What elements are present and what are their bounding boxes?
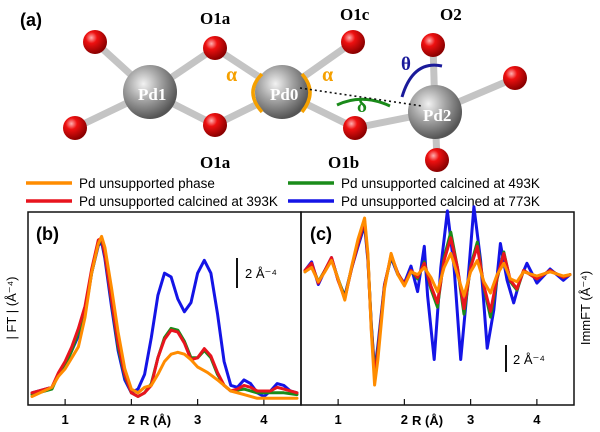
- panel-b-chart: (b) | FT | (Å⁻⁴) 2 Å⁻⁴ R (Å) 1 2 3 4: [4, 211, 302, 428]
- alpha-right-label: α: [322, 64, 333, 86]
- theta-arc: [400, 63, 443, 98]
- oxygen-atom: [425, 148, 449, 172]
- x-tick-label: 1: [62, 412, 69, 427]
- pd1-label: Pd1: [138, 85, 166, 104]
- panel-c-ylabel: ImmFT (Å⁻⁴): [578, 271, 593, 345]
- legend-label-773k: Pd unsupported calcined at 773K: [341, 194, 540, 209]
- panel-c-xlabel: R (Å): [412, 413, 443, 428]
- panel-c-label: (c): [310, 224, 332, 244]
- pd1-atom: [123, 65, 177, 119]
- palladium-atoms: [123, 65, 462, 139]
- oxygen-atom-o2: [421, 33, 445, 57]
- oxygen-atom-o1a-top: [203, 36, 227, 60]
- panel-b-ylabel: | FT | (Å⁻⁴): [4, 276, 19, 339]
- oxygen-atom-o1b: [343, 116, 367, 140]
- pd2-atom: [408, 85, 462, 139]
- o1c-label: O1c: [340, 5, 370, 24]
- series-line: [30, 238, 299, 398]
- panel-a-label: (a): [20, 10, 42, 30]
- series-line: [30, 236, 299, 398]
- pd0-label: Pd0: [270, 85, 298, 104]
- oxygen-atom-o1a-bottom: [203, 113, 227, 137]
- pd0-atom: [255, 65, 309, 119]
- delta-arc: [336, 97, 391, 108]
- panel-c-frame: [300, 211, 575, 406]
- alpha-arc-right: [300, 72, 312, 114]
- panel-b-xlabel: R (Å): [140, 413, 171, 428]
- o1a-top-label: O1a: [200, 9, 231, 28]
- legend-label-393k: Pd unsupported calcined at 393K: [79, 194, 278, 209]
- structure-panel: (a): [20, 5, 527, 172]
- oxygen-atom-o1c: [341, 30, 365, 54]
- legend: Pd unsupported phase Pd unsupported calc…: [26, 176, 540, 209]
- legend-label-unsupported: Pd unsupported phase: [79, 176, 215, 191]
- delta-label: δ: [357, 96, 367, 117]
- panel-b-label: (b): [36, 224, 59, 244]
- panel-c-scale-label: 2 Å⁻⁴: [513, 352, 545, 367]
- legend-entry: Pd unsupported phase: [26, 176, 215, 191]
- x-tick-label: 3: [467, 412, 474, 427]
- alpha-arc-left: [251, 72, 264, 114]
- pd0-pd2-dotted-line: [299, 87, 423, 107]
- panel-b-frame: [27, 211, 302, 406]
- x-tick-label: 1: [335, 412, 342, 427]
- oxygen-atoms: [63, 30, 527, 172]
- panel-b-scale-label: 2 Å⁻⁴: [245, 266, 277, 281]
- panel-b-series: [30, 234, 299, 400]
- x-tick-label: 3: [194, 412, 201, 427]
- oxygen-atom: [63, 116, 87, 140]
- legend-entry: Pd unsupported calcined at 493K: [288, 176, 540, 191]
- legend-label-493k: Pd unsupported calcined at 493K: [341, 176, 540, 191]
- series-line: [303, 216, 572, 387]
- oxygen-atom: [503, 66, 527, 90]
- panel-c-chart: (c) ImmFT (Å⁻⁴) 2 Å⁻⁴ R (Å) 1 2 3 4: [300, 205, 593, 428]
- x-tick-label: 2: [401, 412, 408, 427]
- x-tick-label: 4: [533, 412, 541, 427]
- o2-label: O2: [440, 5, 462, 24]
- panel-c-series: [303, 205, 572, 387]
- pd2-label: Pd2: [423, 106, 451, 125]
- panel-c-ticks: 1 2 3 4: [335, 399, 541, 427]
- alpha-left-label: α: [226, 64, 237, 86]
- oxygen-atom: [83, 30, 107, 54]
- o1a-bottom-label: O1a: [200, 153, 231, 172]
- o1b-label: O1b: [328, 153, 359, 172]
- x-tick-label: 2: [128, 412, 135, 427]
- legend-entry: Pd unsupported calcined at 393K: [26, 194, 278, 209]
- series-line: [30, 234, 299, 400]
- panel-b-ticks: 1 2 3 4: [62, 399, 268, 427]
- x-tick-label: 4: [260, 412, 268, 427]
- legend-entry: Pd unsupported calcined at 773K: [288, 194, 540, 209]
- theta-label: θ: [401, 54, 411, 75]
